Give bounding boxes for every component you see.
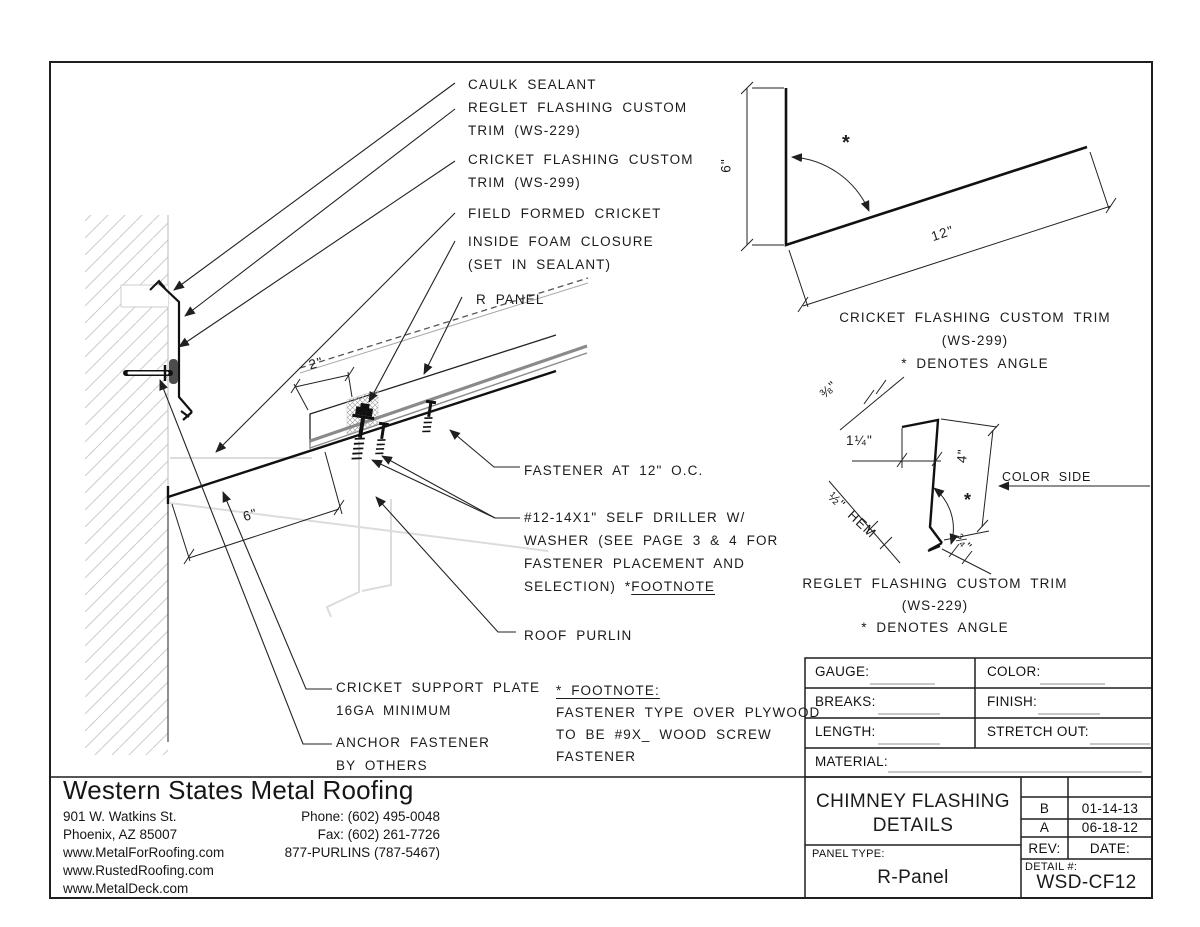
anchor-fastener-pin xyxy=(123,365,173,381)
reglet-profile-caption: REGLET FLASHING CUSTOM TRIM (WS-229) * D… xyxy=(802,576,1068,635)
detail-number-label: DETAIL #: xyxy=(1025,861,1078,873)
roof-purlin-outline xyxy=(169,441,549,618)
reglet-profile-main xyxy=(123,279,193,421)
callout-field-formed-cricket: FIELD FORMED CRICKET xyxy=(468,206,662,221)
callout-reglet-trim: REGLET FLASHING CUSTOM TRIM (WS-229) xyxy=(468,100,688,138)
callout-r-panel: R PANEL xyxy=(476,292,545,307)
callout-anchor-fastener: ANCHOR FASTENER BY OTHERS xyxy=(336,735,491,773)
rev-label: REV: xyxy=(1028,841,1061,856)
sheet-title-line2: DETAILS xyxy=(872,815,954,836)
self-driller-screw xyxy=(375,421,390,455)
spec-length-label: LENGTH: xyxy=(815,724,876,739)
footnote-title: * FOOTNOTE: xyxy=(556,683,660,698)
angle-asterisk-cricket: * xyxy=(842,132,850,154)
rev-b-date: 01-14-13 xyxy=(1081,801,1139,816)
leader-lines xyxy=(159,82,520,745)
footnote-body: FASTENER TYPE OVER PLYWOOD TO BE #9X_ WO… xyxy=(556,705,821,764)
phone-number: Phone: (602) 495-0048 xyxy=(301,809,440,824)
spec-table-blanks xyxy=(870,683,1150,773)
website-link-2[interactable]: www.RustedRoofing.com xyxy=(63,863,214,878)
cricket-trim-profile xyxy=(740,81,1117,313)
self-driller-screw-2 xyxy=(422,399,437,433)
page-border xyxy=(49,61,1153,899)
caulk-sealant-blob xyxy=(169,359,178,384)
rev-a-date: 06-18-12 xyxy=(1081,820,1139,835)
self-driller-footnote-ref: FOOTNOTE xyxy=(631,579,716,594)
self-driller-text: #12-14X1" SELF DRILLER W/ WASHER (SEE PA… xyxy=(524,510,779,594)
spec-gauge-label: GAUGE: xyxy=(815,664,870,679)
spec-finish-label: FINISH: xyxy=(987,694,1038,709)
dim-6in-profile: 6" xyxy=(718,158,734,173)
title-block-grid xyxy=(50,776,1152,898)
sheet-title-line1: CHIMNEY FLASHING xyxy=(816,791,1010,812)
wall-hatch xyxy=(85,215,169,755)
color-side-label: COLOR SIDE xyxy=(1002,470,1092,484)
callout-cricket-support-plate: CRICKET SUPPORT PLATE 16GA MINIMUM xyxy=(336,680,541,718)
tollfree-number: 877-PURLINS (787-5467) xyxy=(284,845,440,860)
callout-fastener-oc: FASTENER AT 12" O.C. xyxy=(524,463,704,478)
reglet-trim-profile xyxy=(828,376,1150,575)
spec-stretch-out-label: STRETCH OUT: xyxy=(987,724,1089,739)
dim-4in: 4" xyxy=(953,447,971,464)
fax-number: Fax: (602) 261-7726 xyxy=(317,827,440,842)
website-link-1[interactable]: www.MetalForRoofing.com xyxy=(63,845,225,860)
angle-asterisk-reglet: * xyxy=(964,490,972,510)
cricket-profile-caption: CRICKET FLASHING CUSTOM TRIM (WS-299) * … xyxy=(839,310,1111,371)
address-line1: 901 W. Watkins St. xyxy=(63,809,177,824)
date-label: DATE: xyxy=(1089,841,1131,856)
spec-color-label: COLOR: xyxy=(987,664,1041,679)
company-name: Western States Metal Roofing xyxy=(63,775,414,805)
callout-roof-purlin: ROOF PURLIN xyxy=(524,628,633,643)
spec-breaks-label: BREAKS: xyxy=(815,694,876,709)
dim-1-1-4in: 1¼" xyxy=(846,433,873,448)
callout-cricket-trim: CRICKET FLASHING CUSTOM TRIM (WS-299) xyxy=(468,152,694,190)
callout-self-driller: #12-14X1" SELF DRILLER W/ WASHER (SEE PA… xyxy=(524,506,778,598)
rev-b: B xyxy=(1039,801,1050,816)
panel-type-value: R-Panel xyxy=(877,867,949,888)
r-panel-lines xyxy=(299,277,589,449)
hex-screw xyxy=(351,402,375,460)
panel-type-label: PANEL TYPE: xyxy=(812,848,885,860)
dimension-lines-main xyxy=(171,366,355,565)
spec-material-label: MATERIAL: xyxy=(815,754,888,769)
detail-number: WSD-CF12 xyxy=(1036,872,1137,893)
callout-inside-foam-closure: INSIDE FOAM CLOSURE (SET IN SEALANT) xyxy=(468,234,654,272)
cricket-flashing-line xyxy=(166,369,557,504)
address-line2: Phoenix, AZ 85007 xyxy=(63,827,178,842)
rev-a: A xyxy=(1039,820,1050,835)
callout-caulk-sealant: CAULK SEALANT xyxy=(468,77,597,92)
website-link-3[interactable]: www.MetalDeck.com xyxy=(63,881,189,896)
